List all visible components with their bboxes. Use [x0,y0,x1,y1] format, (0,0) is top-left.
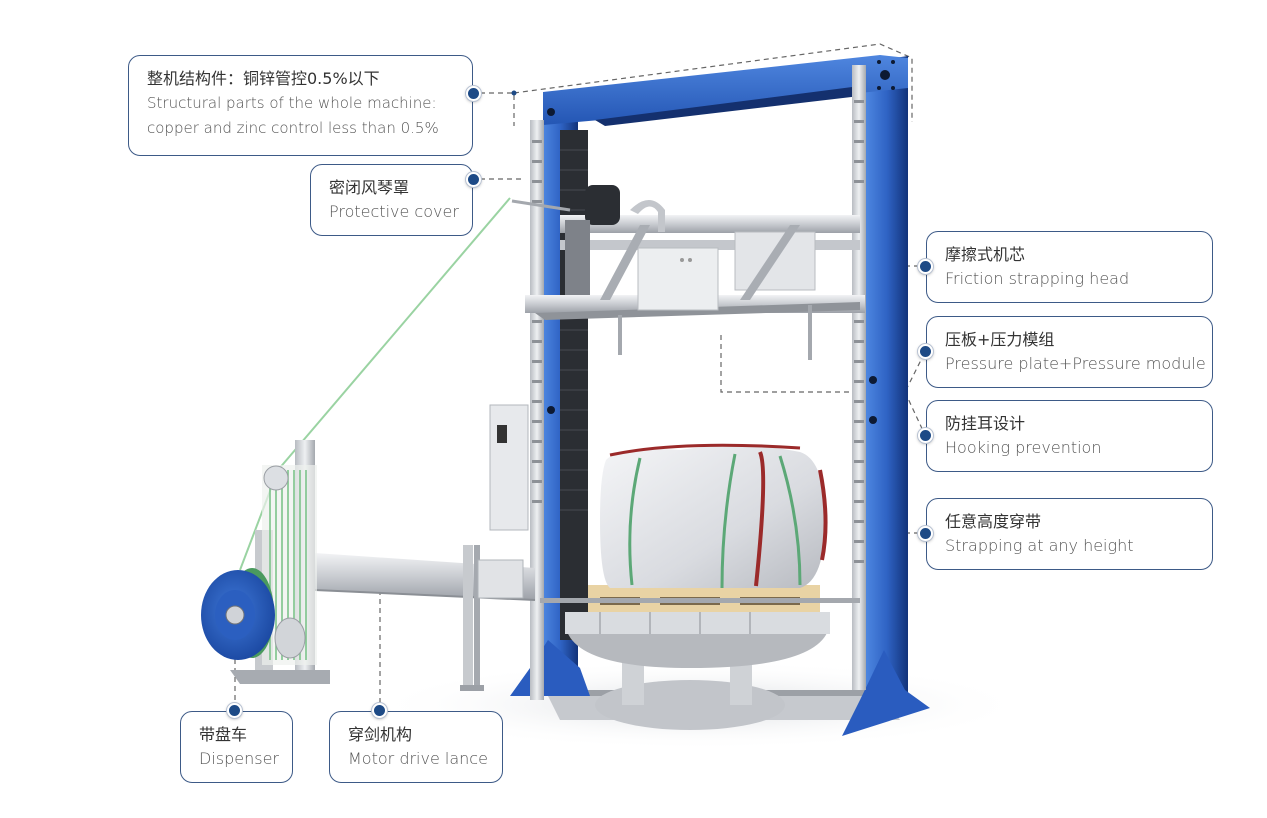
callout-motor-drive-lance: 穿剑机构 Motor drive lance [329,711,503,783]
callout-dispenser-en: Dispenser [199,749,279,768]
callout-protective-cover-en: Protective cover [329,202,459,221]
marker-dot-cover [466,172,481,187]
callout-pressure-plate: 压板+压力模组 Pressure plate+Pressure module [926,316,1213,388]
callout-friction-head-en: Friction strapping head [945,269,1130,288]
callout-structural-parts-zh: 整机结构件：铜锌管控0.5%以下 [147,69,380,88]
callout-friction-head: 摩擦式机芯 Friction strapping head [926,231,1213,303]
callout-structural-parts: 整机结构件：铜锌管控0.5%以下 Structural parts of the… [128,55,473,156]
callout-friction-head-zh: 摩擦式机芯 [945,245,1026,264]
marker-dot-lance [372,703,387,718]
marker-dot-head [918,259,933,274]
marker-dot-hooking [918,428,933,443]
marker-dot-dispenser [227,703,242,718]
callout-structural-parts-en-line2: copper and zinc control less than 0.5% [147,119,439,137]
callout-pressure-plate-en: Pressure plate+Pressure module [945,354,1206,373]
callout-pressure-plate-zh: 压板+压力模组 [945,330,1055,349]
callout-dispenser-zh: 带盘车 [199,725,248,744]
callout-any-height-zh: 任意高度穿带 [945,512,1042,531]
callout-protective-cover: 密闭风琴罩 Protective cover [310,164,473,236]
callout-hooking-prevention-zh: 防挂耳设计 [945,414,1026,433]
callout-motor-drive-lance-zh: 穿剑机构 [348,725,413,744]
callout-dispenser: 带盘车 Dispenser [180,711,293,783]
callout-structural-parts-en-line1: Structural parts of the whole machine: [147,94,437,112]
callout-motor-drive-lance-en: Motor drive lance [348,749,488,768]
callout-any-height: 任意高度穿带 Strapping at any height [926,498,1213,570]
callout-hooking-prevention: 防挂耳设计 Hooking prevention [926,400,1213,472]
callout-any-height-en: Strapping at any height [945,536,1134,555]
marker-dot-height [918,526,933,541]
marker-dot-structure [466,86,481,101]
marker-dot-pressure [918,344,933,359]
callout-protective-cover-zh: 密闭风琴罩 [329,178,410,197]
callout-hooking-prevention-en: Hooking prevention [945,438,1102,457]
